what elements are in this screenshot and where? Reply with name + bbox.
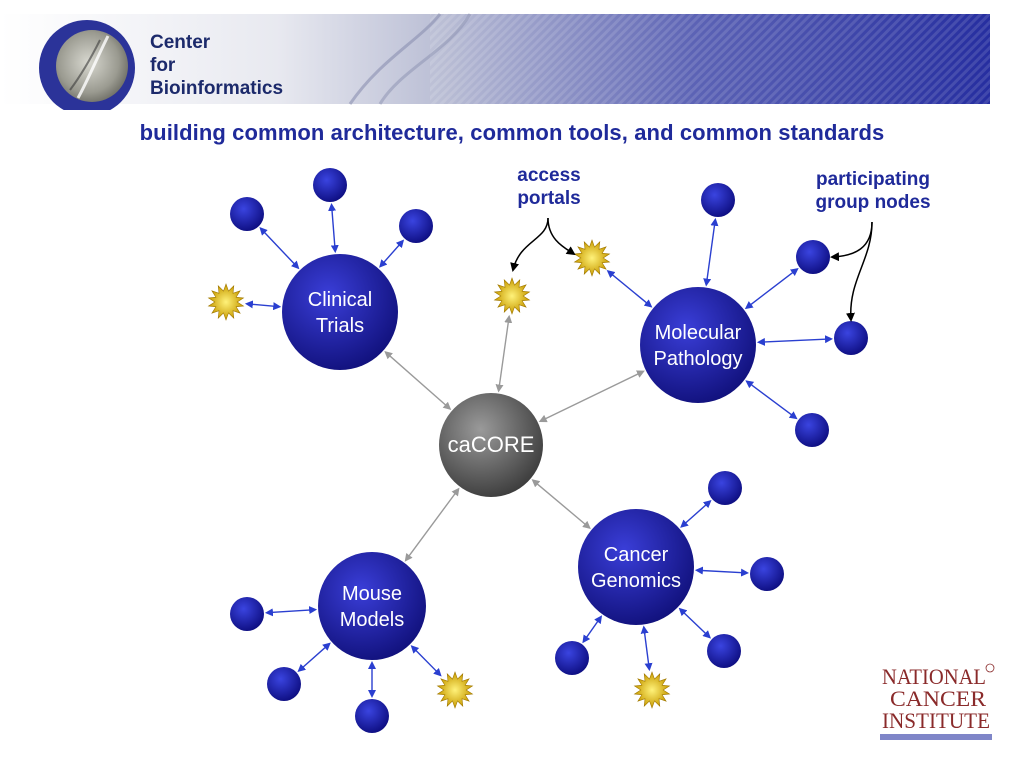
nci-logo: NATIONAL CANCER INSTITUTE [880, 663, 995, 740]
group-node-n5 [796, 240, 830, 274]
pointer-nodes-1 [830, 221, 873, 262]
access-portal-star-icon-s1 [207, 283, 245, 321]
nodes-layer [207, 168, 868, 733]
label-clinical-2: Trials [316, 315, 364, 337]
link-cancer-n10 [678, 607, 711, 639]
link-cancer-s4 [640, 625, 653, 672]
link-molecular-n4 [703, 217, 719, 287]
link-molecular-s3 [606, 270, 653, 308]
label-clinical-1: Clinical [308, 289, 372, 311]
callout-pointers [510, 217, 873, 322]
link-clinical-n1 [259, 227, 300, 270]
nci-logo-line-1: NATIONAL [882, 664, 986, 689]
hub-mouse [318, 552, 426, 660]
link-clinical-s1 [244, 300, 282, 311]
label-mouse-1: Mouse [342, 583, 402, 605]
link-clinical-n3 [379, 239, 405, 268]
label-molecular-2: Pathology [654, 348, 743, 370]
group-node-n6 [834, 321, 868, 355]
access-portal-star-icon-s3 [573, 239, 611, 277]
group-node-n14 [355, 699, 389, 733]
link-mouse-s5 [410, 645, 442, 677]
access-portal-star-icon-s5 [436, 671, 474, 709]
hub-cancer [578, 509, 694, 625]
group-node-n8 [708, 471, 742, 505]
nci-logo-line-2: CANCER [890, 686, 986, 711]
group-node-n12 [230, 597, 264, 631]
banner-graphic [0, 13, 990, 110]
link-molecular-n6 [756, 335, 834, 346]
group-node-n7 [795, 413, 829, 447]
access-portal-star-icon-s4 [633, 671, 671, 709]
center-title-line-3: Bioinformatics [150, 78, 284, 99]
pointer-access-2 [547, 217, 576, 256]
connection-links [244, 202, 834, 698]
group-node-n1 [230, 197, 264, 231]
group-node-n3 [399, 209, 433, 243]
group-node-n13 [267, 667, 301, 701]
hub-molecular [640, 287, 756, 403]
callout-participating-nodes: participating group nodes [788, 168, 958, 214]
link-cancer-n8 [680, 499, 712, 528]
registered-mark-icon [985, 663, 995, 673]
pointer-nodes-2 [845, 221, 873, 322]
center-title-line-1: Center [150, 32, 211, 53]
link-clinical-n2 [328, 202, 339, 254]
group-node-n9 [750, 557, 784, 591]
link-core-cancer [531, 479, 591, 530]
group-node-n2 [313, 168, 347, 202]
callout-access-portals: access portals [494, 164, 604, 210]
callout-access-line-2: portals [517, 188, 581, 209]
label-mouse-2: Models [340, 609, 404, 631]
hub-clinical [282, 254, 398, 370]
access-portal-star-icon-s2 [493, 277, 531, 315]
link-mouse-n13 [297, 642, 331, 673]
tagline: building common architecture, common too… [139, 120, 885, 145]
link-core-s2 [495, 314, 513, 393]
link-cancer-n11 [582, 615, 603, 644]
link-cancer-n9 [694, 566, 750, 577]
label-molecular-1: Molecular [655, 322, 742, 344]
group-node-n4 [701, 183, 735, 217]
label-core-1: caCORE [448, 432, 535, 457]
core-hub [439, 393, 543, 497]
link-mouse-n12 [264, 606, 318, 617]
link-core-clinical [384, 350, 452, 410]
callout-nodes-line-2: group nodes [815, 192, 931, 213]
header-banner: Center for Bioinformatics [0, 0, 1024, 110]
group-node-n10 [707, 634, 741, 668]
pointer-access-1 [510, 217, 549, 272]
group-node-n11 [555, 641, 589, 675]
nci-logo-line-3: INSTITUTE [882, 708, 990, 733]
center-title-line-2: for [150, 55, 176, 76]
label-cancer-1: Cancer [604, 544, 669, 566]
label-cancer-2: Genomics [591, 570, 681, 592]
link-molecular-n7 [745, 380, 798, 420]
link-core-mouse [404, 487, 460, 562]
link-core-molecular [538, 370, 645, 423]
callout-nodes-line-1: participating [815, 169, 930, 190]
nci-logo-bar [880, 734, 992, 740]
callout-access-line-1: access [517, 165, 581, 186]
link-molecular-n5 [744, 267, 799, 310]
